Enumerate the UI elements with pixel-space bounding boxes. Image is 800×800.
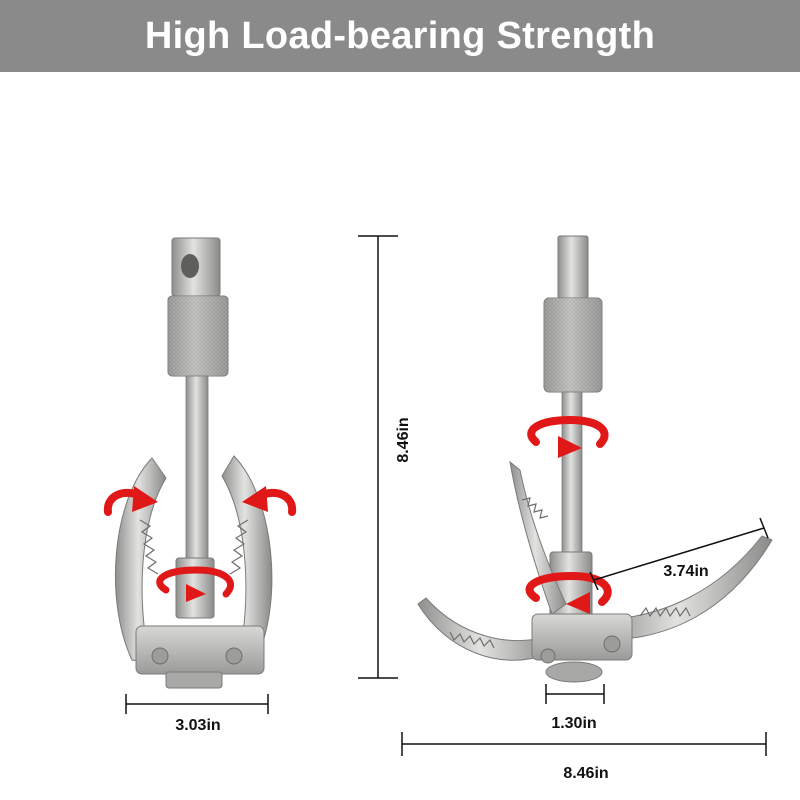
base-diameter-label: 1.30in	[551, 715, 596, 732]
rotate-arrow-icon	[525, 571, 612, 614]
dimension-claw-length: 3.74in	[589, 517, 769, 591]
rotate-arrow-icon	[527, 415, 609, 458]
dimension-closed-width: 3.03in	[125, 694, 269, 734]
dimension-height: 8.46in	[358, 235, 412, 679]
rotate-arrow-icon	[103, 486, 158, 516]
dimension-base-diameter: 1.30in	[545, 684, 605, 732]
closed-width-label: 3.03in	[175, 717, 220, 734]
rotate-arrow-icon	[242, 486, 297, 516]
closed-grappling-hook	[114, 237, 273, 689]
open-grappling-hook	[417, 235, 773, 683]
height-label: 8.46in	[395, 417, 412, 462]
dimension-open-width: 8.46in	[401, 732, 767, 782]
rotate-arrow-icon	[156, 566, 235, 602]
page-title: High Load-bearing Strength	[144, 14, 656, 57]
title-banner: High Load-bearing Strength	[0, 0, 800, 72]
open-width-label: 8.46in	[563, 765, 608, 782]
claw-length-label: 3.74in	[663, 563, 708, 580]
